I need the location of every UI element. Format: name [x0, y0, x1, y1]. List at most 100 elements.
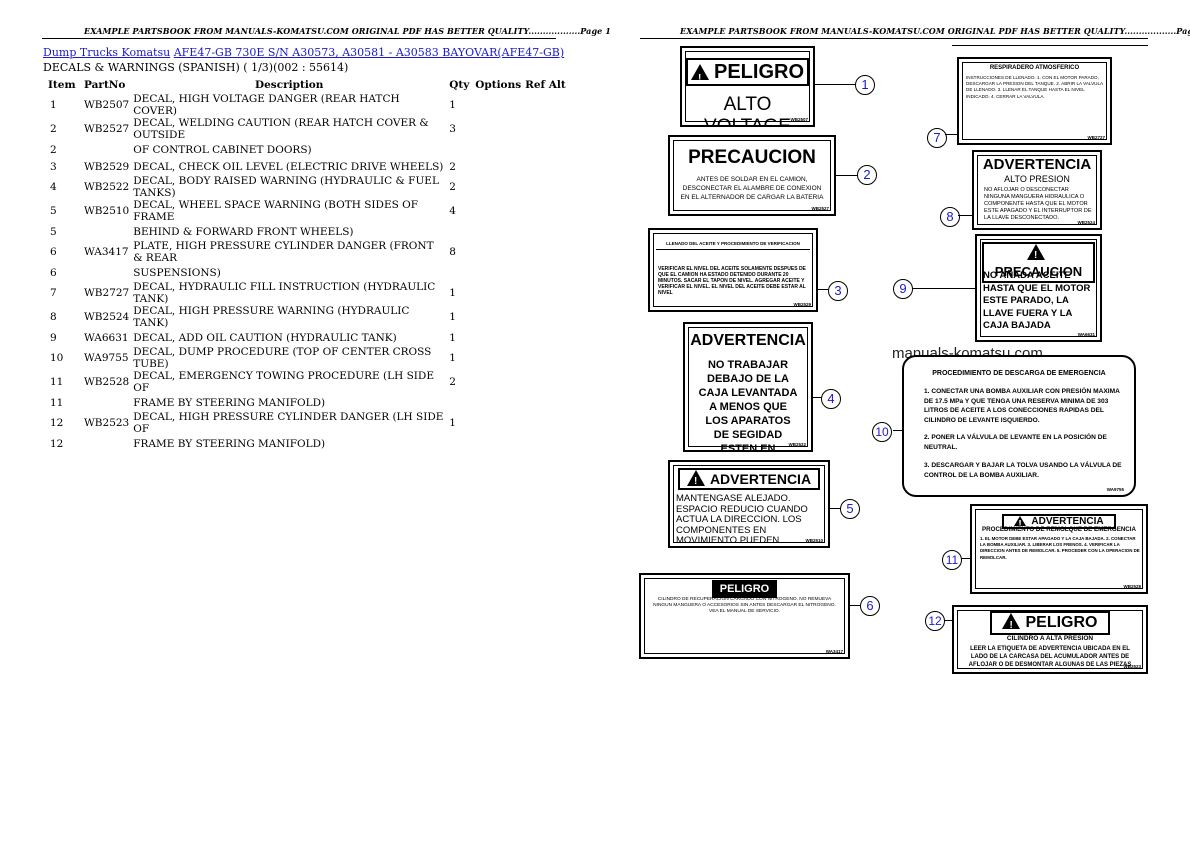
- warning-triangle-icon: [1027, 244, 1045, 265]
- leader-line-12: [944, 620, 952, 621]
- decal-7-respiradero: RESPIRADERO ATMOSFERICO INSTRUCCIONES DE…: [957, 57, 1112, 145]
- cell-partno: WA6631: [84, 331, 129, 344]
- cell-item: 3: [50, 160, 57, 173]
- cell-options: [473, 411, 523, 435]
- warning-triangle-icon: [686, 470, 705, 491]
- decal-5-banner: ADVERTENCIA: [709, 471, 812, 487]
- breadcrumb: Dump Trucks Komatsu AFE47-GB 730E S/N A3…: [43, 46, 564, 59]
- callout-1: 1: [855, 75, 875, 95]
- cell-ref-alt: [523, 93, 568, 117]
- cell-description: DECAL, WELDING CAUTION (REAR HATCH COVER…: [133, 117, 429, 141]
- col-options: Options: [475, 79, 522, 91]
- decal-8-banner: ADVERTENCIA: [982, 156, 1092, 173]
- decal-2-text: ANTES DE SOLDAR EN EL CAMION, DESCONECTA…: [680, 176, 824, 201]
- cell-description: SUSPENSIONS): [133, 266, 221, 279]
- table-row: 11 FRAME BY STEERING MANIFOLD): [42, 394, 568, 411]
- cell-description: DECAL, DUMP PROCEDURE (TOP OF CENTER CRO…: [133, 346, 432, 370]
- cell-description: FRAME BY STEERING MANIFOLD): [133, 396, 326, 409]
- leader-line-5: [830, 508, 840, 509]
- warning-triangle-icon: [1014, 516, 1027, 530]
- cell-item: 12: [50, 417, 64, 429]
- cell-qty: [447, 394, 473, 411]
- cell-item: 5: [50, 205, 57, 217]
- cell-item: 7: [50, 287, 57, 299]
- cell-qty: 1: [449, 99, 456, 111]
- decal-11-text: 1. EL MOTOR DEBE ESTAR APAGADO Y LA CAJA…: [980, 536, 1140, 560]
- cell-ref-alt: [523, 305, 568, 329]
- col-alt: Alt: [548, 79, 566, 91]
- cell-item: 12: [50, 437, 64, 450]
- cell-options: [473, 175, 523, 199]
- cell-item: 6: [50, 246, 57, 258]
- leader-line-7: [945, 134, 957, 135]
- cell-qty: 1: [449, 331, 456, 344]
- cell-ref-alt: [523, 264, 568, 281]
- cell-qty: 1: [449, 311, 456, 323]
- warning-triangle-icon: [1002, 613, 1021, 636]
- cell-item: 10: [50, 352, 64, 364]
- cell-options: [473, 158, 523, 175]
- decal-8-advertencia-alto-presion: ADVERTENCIA ALTO PRESION NO AFLOJAR O DE…: [972, 150, 1102, 230]
- cell-partno: WB2523: [84, 417, 130, 429]
- decal-3-title: LLENADO DEL ACEITE Y PROCEDIMIENTO DE VE…: [656, 241, 810, 250]
- decal-11-remolque-emergencia: ADVERTENCIA PROCEDIMIENTO DE REMOLQUE DE…: [970, 504, 1148, 594]
- decal-6-peligro-cilindro: PELIGRO CILINDRO DE RECUPERACION CARGADO…: [639, 573, 850, 659]
- col-ref-alt: Ref Alt: [523, 77, 568, 93]
- cell-item: 4: [50, 181, 57, 193]
- decal-6-text: CILINDRO DE RECUPERACION CARGADO CON NIT…: [653, 597, 836, 614]
- cell-qty: 2: [449, 181, 456, 193]
- cell-ref-alt: [523, 435, 568, 452]
- decal-10-title: PROCEDIMIENTO DE DESCARGA DE EMERGENCIA: [932, 370, 1106, 377]
- cell-options: [473, 329, 523, 346]
- cell-partno: WB2527: [84, 123, 130, 135]
- cell-item: 6: [50, 266, 57, 279]
- callout-8: 8: [940, 207, 960, 227]
- cell-ref-alt: [523, 158, 568, 175]
- decal-12-sub: CILINDRO A ALTA PRESIÓN: [1006, 635, 1094, 642]
- cell-ref-alt: [523, 411, 568, 435]
- decal-9-code: WA6631: [1077, 332, 1095, 337]
- cell-ref-alt: [523, 175, 568, 199]
- cell-description: BEHIND & FORWARD FRONT WHEELS): [133, 225, 354, 238]
- breadcrumb-link-model[interactable]: AFE47-GB 730E S/N A30573, A30581 - A3058…: [173, 46, 565, 59]
- cell-partno: WB2529: [84, 160, 130, 173]
- cell-item: 11: [50, 396, 64, 409]
- callout-5: 5: [840, 499, 860, 519]
- cell-description: DECAL, BODY RAISED WARNING (HYDRAULIC & …: [133, 175, 439, 199]
- decal-6-code: WA3417: [825, 649, 843, 654]
- decal-11-banner: ADVERTENCIA: [1031, 516, 1104, 527]
- breadcrumb-link-dump-trucks[interactable]: Dump Trucks Komatsu: [43, 46, 171, 59]
- leader-line-9: [912, 288, 975, 289]
- decal-8-sub: ALTO PRESION: [1004, 174, 1070, 184]
- cell-item: 11: [50, 376, 64, 388]
- cell-ref-alt: [523, 346, 568, 370]
- cell-qty: 8: [449, 246, 456, 258]
- cell-item: 1: [50, 99, 57, 111]
- decal-1-text: ALTO VOLTAGE: [704, 94, 791, 127]
- leader-line-8: [958, 215, 972, 216]
- cell-description: PLATE, HIGH PRESSURE CYLINDER DANGER (FR…: [133, 240, 434, 264]
- leader-line-1: [815, 84, 855, 85]
- cell-partno: WA3417: [84, 246, 129, 258]
- decal-12-code: WB2523: [1123, 664, 1141, 669]
- cell-description: DECAL, HIGH PRESSURE WARNING (HYDRAULIC …: [133, 305, 410, 329]
- page-header-right: EXAMPLE PARTSBOOK FROM MANUALS-KOMATSU.C…: [680, 26, 1190, 36]
- decal-10-step-1: 1. CONECTAR UNA BOMBA AUXILIAR CON PRESI…: [924, 388, 1120, 424]
- cell-item: 2: [50, 143, 57, 156]
- callout-11: 11: [942, 550, 962, 570]
- cell-options: [473, 240, 523, 264]
- decal-8-code: WB2524: [1077, 220, 1095, 225]
- header-rule-right: [640, 38, 1148, 39]
- cell-ref-alt: [523, 199, 568, 223]
- cell-options: [473, 141, 523, 158]
- callout-7: 7: [927, 128, 947, 148]
- cell-item: 9: [50, 331, 57, 344]
- cell-description: DECAL, WHEEL SPACE WARNING (BOTH SIDES O…: [133, 199, 419, 223]
